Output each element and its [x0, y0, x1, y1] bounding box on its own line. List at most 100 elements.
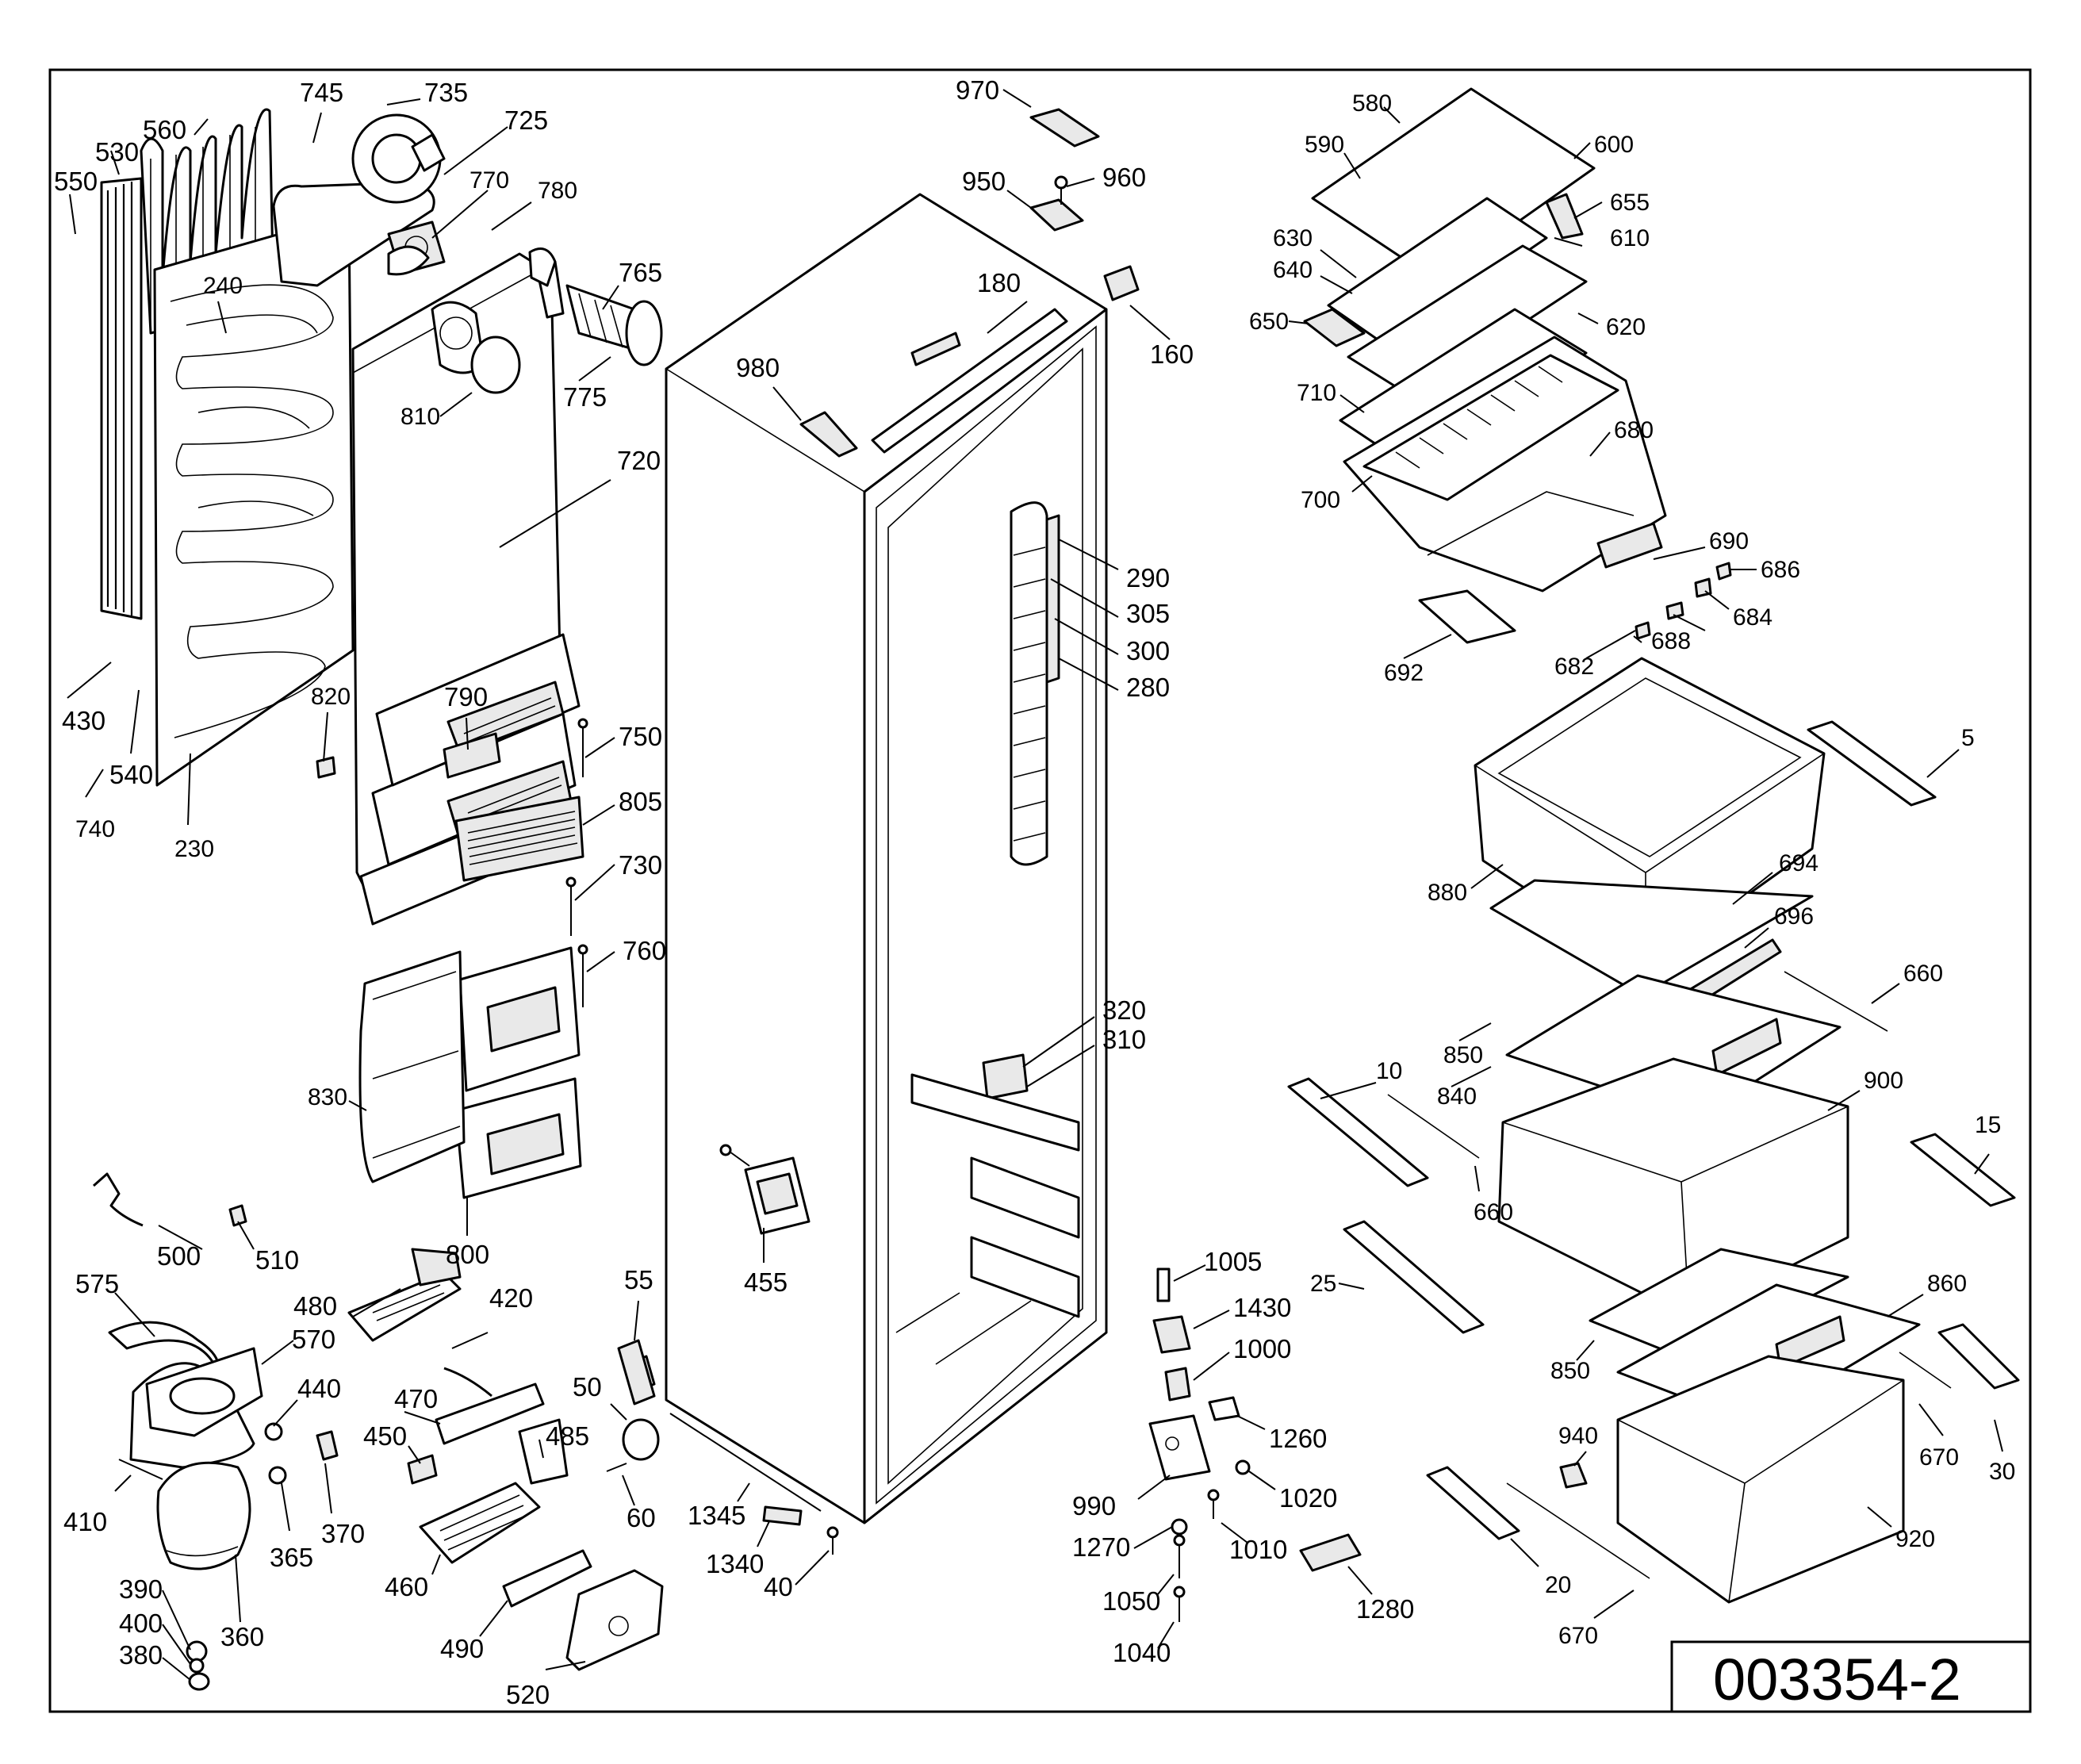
- callout-labels: 970 950 960 180 160 980 745 735 725 560 …: [54, 75, 2015, 1709]
- callout-label: 690: [1709, 528, 1749, 554]
- callout-label: 370: [321, 1519, 365, 1548]
- drawing-number: 003354-2: [1713, 1647, 1961, 1712]
- diagram-frame: [48, 68, 2032, 1713]
- callout-label: 55: [624, 1265, 653, 1294]
- callout-label: 840: [1437, 1083, 1477, 1110]
- callout-label: 692: [1384, 660, 1424, 686]
- callout-label: 25: [1310, 1271, 1336, 1297]
- callout-label: 305: [1126, 599, 1170, 628]
- callout-label: 240: [203, 273, 243, 299]
- callout-label: 1020: [1279, 1483, 1337, 1513]
- callout-label: 20: [1545, 1572, 1571, 1598]
- callout-label: 540: [109, 760, 153, 789]
- callout-label: 580: [1352, 90, 1392, 117]
- callout-label: 30: [1989, 1459, 2015, 1485]
- callout-label: 980: [736, 353, 780, 382]
- callout-label: 655: [1610, 190, 1650, 216]
- callout-label: 850: [1550, 1358, 1590, 1384]
- callout-label: 40: [764, 1572, 793, 1601]
- callout-label: 320: [1102, 995, 1146, 1025]
- callout-label: 660: [1474, 1199, 1513, 1225]
- callout-label: 50: [573, 1372, 602, 1402]
- callout-label: 1340: [706, 1549, 764, 1578]
- callout-label: 440: [297, 1374, 341, 1403]
- callout-label: 805: [619, 787, 662, 816]
- callout-label: 640: [1273, 257, 1313, 283]
- callout-label: 560: [143, 115, 186, 144]
- callout-label: 520: [506, 1680, 550, 1709]
- callout-label: 720: [617, 446, 661, 475]
- callout-label: 660: [1903, 961, 1943, 987]
- callout-label: 280: [1126, 673, 1170, 702]
- rear-panel: [153, 213, 354, 787]
- callout-label: 485: [546, 1421, 589, 1451]
- callout-label: 760: [623, 936, 666, 965]
- compressor-fan-housing-top: [272, 113, 446, 287]
- callout-label: 470: [394, 1384, 438, 1413]
- callout-label: 15: [1975, 1112, 2001, 1138]
- callout-label: 500: [157, 1241, 201, 1271]
- callout-label: 460: [385, 1572, 428, 1601]
- callout-label: 680: [1614, 417, 1654, 443]
- callout-label: 765: [619, 258, 662, 287]
- callout-label: 750: [619, 722, 662, 751]
- callout-label: 365: [270, 1543, 313, 1572]
- callout-label: 230: [174, 836, 214, 862]
- callout-label: 310: [1102, 1025, 1146, 1054]
- callout-label: 420: [489, 1283, 533, 1313]
- callout-label: 620: [1606, 314, 1646, 340]
- callout-label: 770: [469, 167, 509, 194]
- callout-label: 694: [1779, 850, 1818, 876]
- callout-label: 575: [75, 1269, 119, 1298]
- leader-lines: [67, 89, 2003, 1681]
- callout-label: 800: [446, 1240, 489, 1269]
- callout-label: 688: [1651, 628, 1691, 654]
- callout-label: 850: [1443, 1042, 1483, 1068]
- callout-label: 780: [538, 178, 577, 204]
- callout-label: 360: [220, 1622, 264, 1651]
- callout-label: 1430: [1233, 1293, 1291, 1322]
- drawing-number-box: [1670, 1640, 2032, 1713]
- callout-label: 5: [1961, 725, 1975, 751]
- callout-label: 1270: [1072, 1532, 1130, 1562]
- callout-label: 410: [63, 1507, 107, 1536]
- callout-label: 630: [1273, 225, 1313, 251]
- crisper-drawers-right: [1287, 657, 2020, 1604]
- callout-label: 1280: [1356, 1594, 1414, 1624]
- callout-label: 10: [1376, 1058, 1402, 1084]
- callout-label: 700: [1301, 487, 1340, 513]
- callout-label: 735: [424, 78, 468, 107]
- callout-label: 290: [1126, 563, 1170, 592]
- callout-label: 570: [292, 1325, 335, 1354]
- callout-label: 455: [744, 1267, 788, 1297]
- callout-label: 740: [75, 816, 115, 842]
- callout-label: 860: [1927, 1271, 1967, 1297]
- callout-label: 670: [1558, 1623, 1598, 1649]
- freezer-liner: [316, 247, 663, 1007]
- callout-label: 1040: [1113, 1638, 1171, 1667]
- callout-label: 610: [1610, 225, 1650, 251]
- callout-label: 590: [1305, 132, 1344, 158]
- callout-label: 1345: [688, 1501, 745, 1530]
- callout-label: 950: [962, 167, 1006, 196]
- freezer-drawer-fronts: [358, 946, 582, 1199]
- callout-label: 450: [363, 1421, 407, 1451]
- callout-label: 650: [1249, 309, 1289, 335]
- callout-label: 920: [1895, 1526, 1935, 1552]
- callout-label: 790: [444, 682, 488, 711]
- callout-label: 160: [1150, 339, 1194, 369]
- callout-label: 430: [62, 706, 105, 735]
- callout-label: 830: [308, 1084, 347, 1110]
- callout-label: 960: [1102, 163, 1146, 192]
- callout-label: 510: [255, 1245, 299, 1275]
- callout-label: 696: [1774, 903, 1814, 930]
- callout-label: 300: [1126, 636, 1170, 665]
- callout-label: 970: [956, 75, 999, 105]
- callout-label: 820: [311, 684, 351, 710]
- callout-label: 940: [1558, 1423, 1598, 1449]
- control-electronics: [347, 1248, 664, 1671]
- callout-label: 180: [977, 268, 1021, 297]
- cabinet-shell: [617, 108, 1140, 1555]
